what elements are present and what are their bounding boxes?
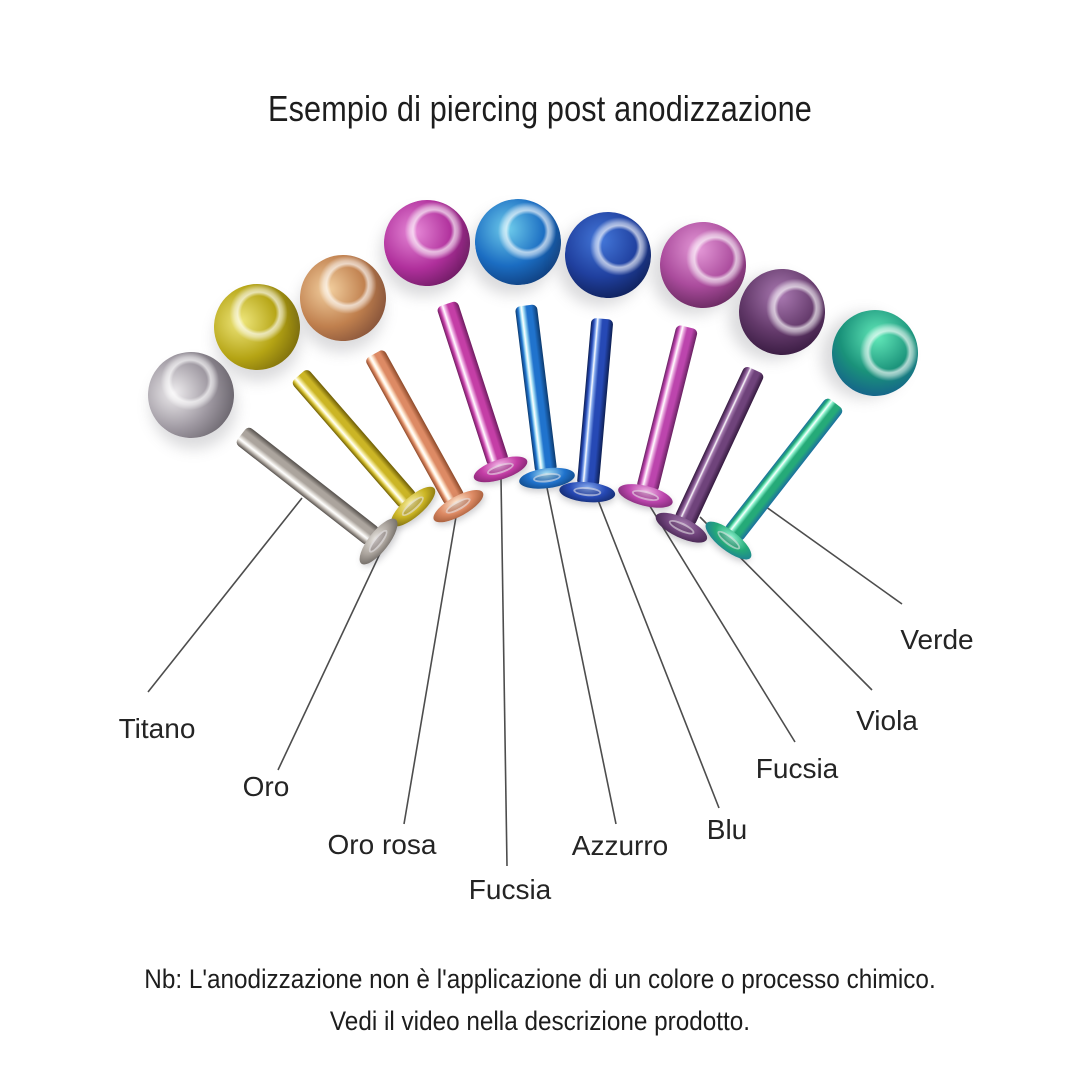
color-label-azzurro-5: Azzurro xyxy=(571,830,669,861)
color-label-oro-rosa-3: Oro rosa xyxy=(327,829,437,860)
footnote-line-2: Vedi il video nella descrizione prodotto… xyxy=(329,1006,751,1036)
barbell-ball xyxy=(561,208,655,302)
leader-line-fucsia-7 xyxy=(639,489,796,743)
color-label-oro-2: Oro xyxy=(242,771,290,802)
color-label-fucsia-7: Fucsia xyxy=(755,753,839,784)
leader-line-verde-9 xyxy=(761,503,903,605)
page-title: Esempio di piercing post anodizzazione xyxy=(268,88,812,129)
color-label-titano-1: Titano xyxy=(118,713,196,744)
leader-line-blu-6 xyxy=(597,499,720,809)
color-label-blu-6: Blu xyxy=(706,814,748,845)
footnote: Nb: L'anodizzazione non è l'applicazione… xyxy=(54,958,1026,1042)
color-label-fucsia-4: Fucsia xyxy=(468,874,552,905)
leader-line-azzurro-5 xyxy=(544,477,617,825)
color-label-verde-9: Verde xyxy=(900,624,974,655)
leader-line-oro-2 xyxy=(277,527,393,771)
footnote-line-1: Nb: L'anodizzazione non è l'applicazione… xyxy=(144,964,936,994)
leader-line-titano-1 xyxy=(147,497,303,693)
color-label-viola-8: Viola xyxy=(856,705,918,736)
leader-line-oro-rosa-3 xyxy=(403,498,460,825)
leader-line-fucsia-4 xyxy=(500,477,508,867)
barbell-ball xyxy=(470,194,566,290)
